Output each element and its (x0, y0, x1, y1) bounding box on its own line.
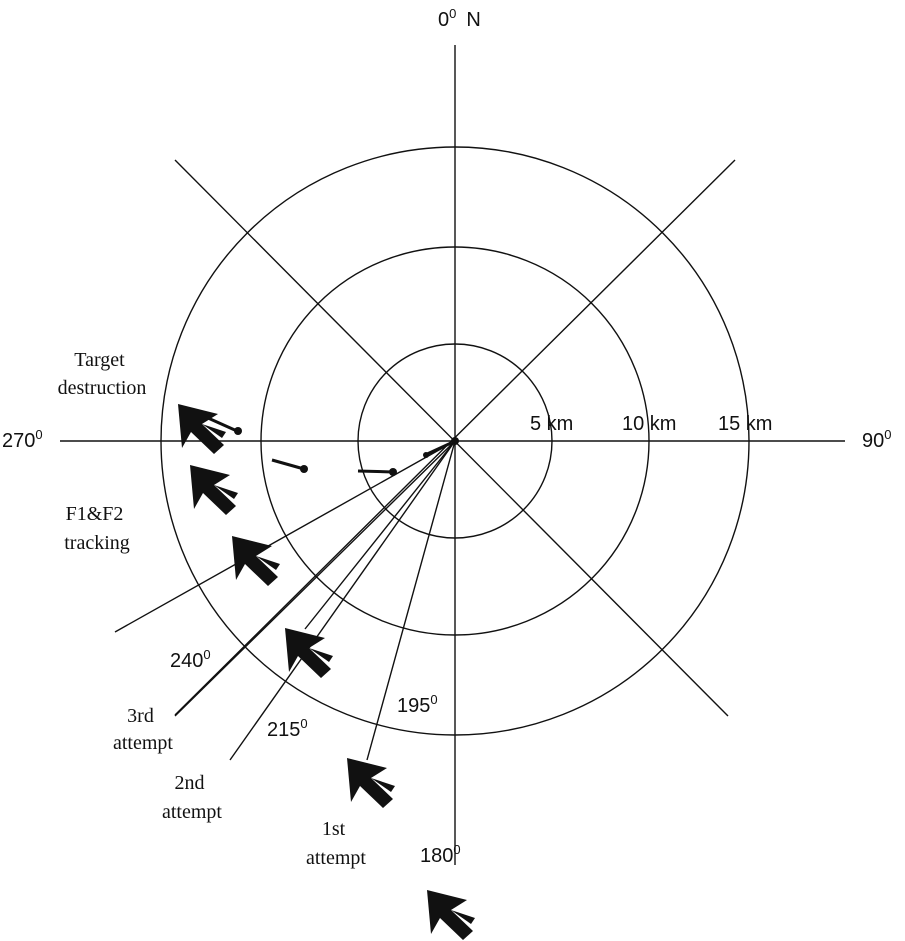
diagonal-nw-se (174, 159, 729, 717)
attempt-3-label: 3rd attempt (113, 705, 173, 754)
attempt-1-label: 1st attempt (306, 818, 366, 869)
ring-label-5km: 5 km (530, 413, 573, 435)
missile-2 (357, 468, 397, 476)
ring-10km (260, 246, 650, 636)
target-destruction-label: Target destruction (58, 349, 147, 399)
ring-label-10km: 10 km (622, 413, 676, 435)
bearing-label-240: 2400 (170, 647, 211, 672)
ring-label-15km: 15 km (718, 413, 772, 435)
south-label: 1800 (420, 842, 461, 867)
ray-195 (366, 440, 456, 761)
ray-inner (304, 440, 456, 630)
range-rings (160, 146, 750, 736)
tracking-label: F1&F2 tracking (64, 503, 130, 554)
missiles (207, 416, 452, 476)
missile-3 (271, 458, 308, 473)
ray-215 (229, 440, 456, 761)
ray-240 (114, 440, 456, 633)
aircraft-icon (347, 758, 395, 808)
origin-point (451, 437, 459, 445)
ring-15km (160, 146, 750, 736)
attempt-2-label: 2nd attempt (162, 772, 222, 823)
missile-1 (423, 441, 452, 458)
aircraft-icon (285, 628, 333, 678)
bearing-rays (114, 440, 456, 761)
west-label: 2700 (2, 427, 43, 452)
grid-lines (60, 45, 845, 865)
bearing-label-215: 2150 (267, 716, 308, 741)
bearing-label-195: 1950 (397, 692, 438, 717)
east-label: 900 (862, 427, 891, 452)
missile-4 (207, 416, 242, 435)
aircraft-icon (190, 465, 238, 515)
aircraft-icon (178, 404, 226, 454)
aircraft-icon (427, 890, 475, 940)
ring-5km (357, 343, 553, 539)
ray-240-3rd (174, 440, 456, 717)
